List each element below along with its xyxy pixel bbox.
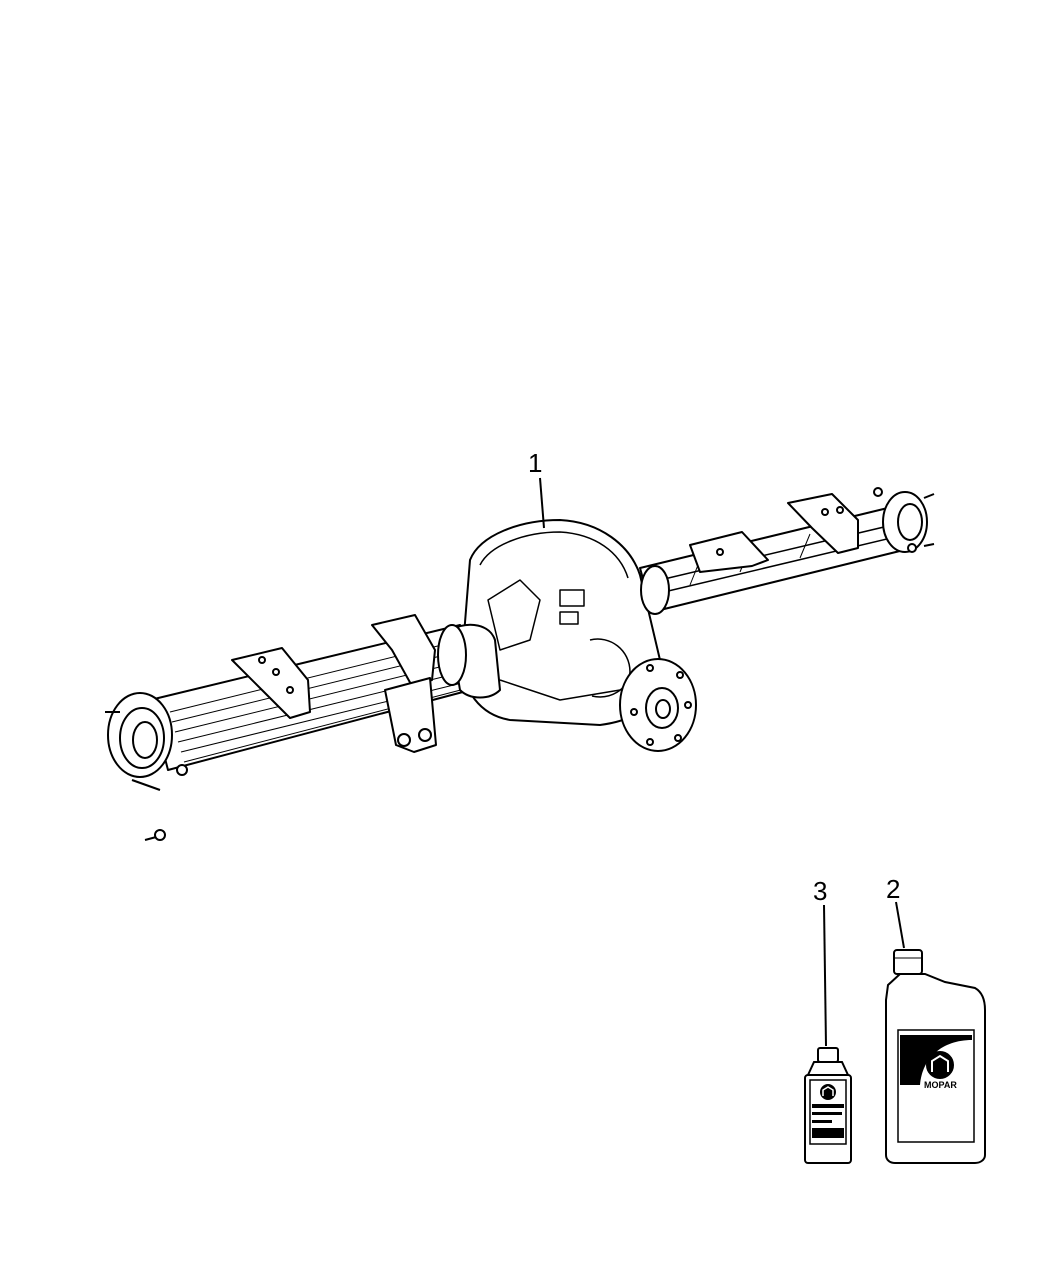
- right-spring-perch: [689, 493, 859, 573]
- right-axle-tube: [639, 504, 913, 613]
- rear-axle-assembly: [105, 487, 935, 841]
- right-axle-flange: [873, 487, 935, 553]
- mopar-logo-icon: [820, 1084, 836, 1100]
- quart-bottle: MOPAR: [885, 949, 986, 1164]
- mopar-label: MOPAR: [900, 1035, 972, 1090]
- left-spring-perch: [231, 614, 437, 753]
- callout-1-leader: [539, 477, 545, 529]
- callout-2-leader: [895, 901, 905, 949]
- left-axle-flange: [105, 692, 188, 841]
- pinion-flange: [619, 658, 697, 752]
- callout-3-leader: [823, 904, 827, 1047]
- left-tube-collar: [437, 624, 467, 686]
- callout-3: 3: [813, 876, 827, 906]
- callout-2: 2: [886, 874, 900, 904]
- mopar-wordmark: MOPAR: [924, 1080, 957, 1090]
- callout-1: 1: [528, 448, 542, 478]
- small-bottle: [804, 1047, 852, 1164]
- mopar-logo-icon: [926, 1051, 954, 1079]
- right-tube-collar: [640, 565, 670, 615]
